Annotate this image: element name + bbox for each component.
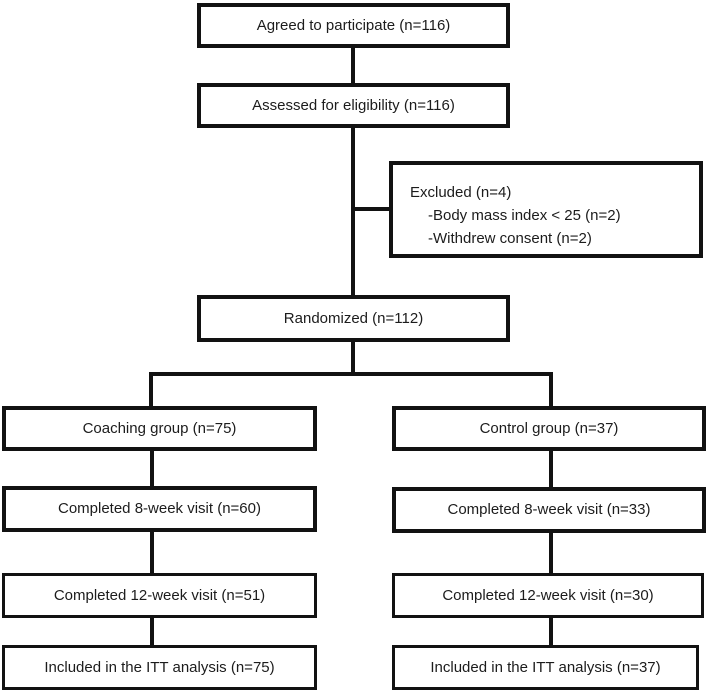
- flow-box-control-itt: Included in the ITT analysis (n=37): [392, 645, 699, 690]
- connector-coaching-12-to-itt: [150, 616, 154, 647]
- flow-box-coaching-group: Coaching group (n=75): [2, 406, 317, 451]
- connector-split-to-coaching: [149, 372, 153, 408]
- flow-box-control-8-week: Completed 8-week visit (n=33): [392, 487, 706, 533]
- connector-agreed-to-assessed: [351, 46, 355, 85]
- connector-control-12-to-itt: [549, 616, 553, 647]
- connector-to-excluded: [353, 207, 391, 211]
- connector-assessed-to-randomized: [351, 126, 355, 297]
- flow-box-assessed-for-eligibility: Assessed for eligibility (n=116): [197, 83, 510, 128]
- connector-control-8-to-12-week: [549, 531, 553, 575]
- connector-coaching-to-8-week: [150, 449, 154, 488]
- connector-coaching-8-to-12-week: [150, 530, 154, 575]
- excluded-reason-bmi: -Body mass index < 25 (n=2): [428, 207, 621, 224]
- connector-split-to-control: [549, 372, 553, 408]
- connector-split-horizontal: [149, 372, 553, 376]
- flow-box-control-group: Control group (n=37): [392, 406, 706, 451]
- flow-box-control-12-week: Completed 12-week visit (n=30): [392, 573, 704, 618]
- flow-box-randomized: Randomized (n=112): [197, 295, 510, 342]
- excluded-title: Excluded (n=4): [410, 184, 512, 201]
- excluded-reason-withdrew: -Withdrew consent (n=2): [428, 230, 592, 247]
- flow-box-coaching-12-week: Completed 12-week visit (n=51): [2, 573, 317, 618]
- connector-randomized-to-split: [351, 340, 355, 376]
- flow-box-coaching-8-week: Completed 8-week visit (n=60): [2, 486, 317, 532]
- flow-box-agreed-to-participate: Agreed to participate (n=116): [197, 3, 510, 48]
- flow-box-coaching-itt: Included in the ITT analysis (n=75): [2, 645, 317, 690]
- flow-box-excluded: Excluded (n=4) -Body mass index < 25 (n=…: [389, 161, 703, 258]
- connector-control-to-8-week: [549, 449, 553, 489]
